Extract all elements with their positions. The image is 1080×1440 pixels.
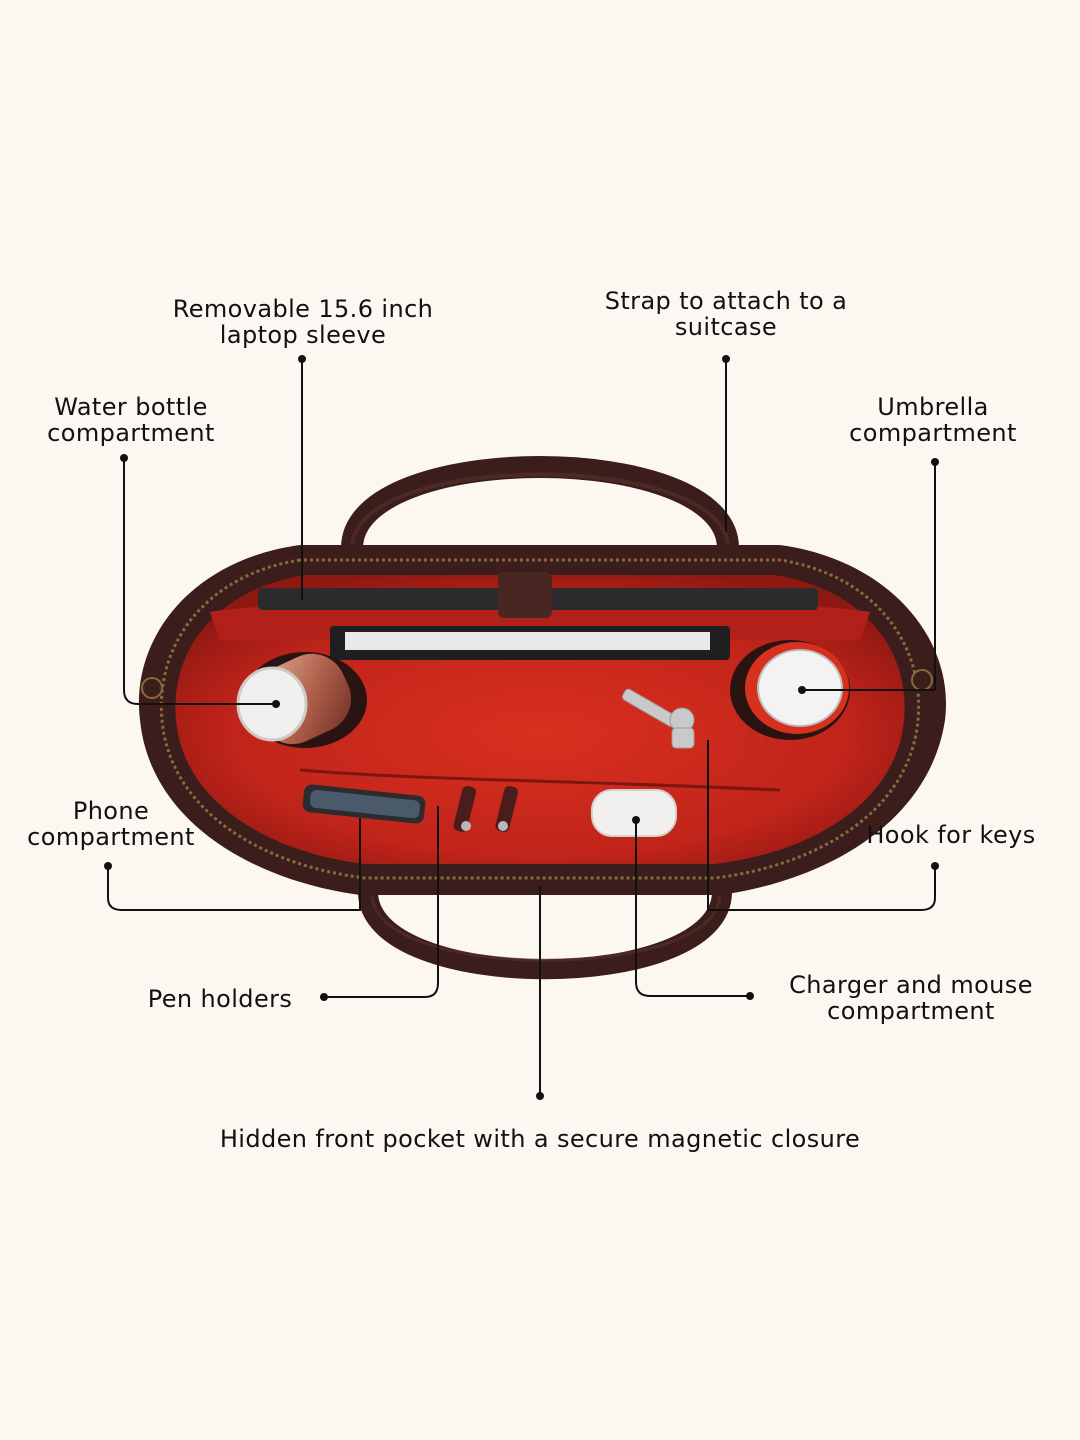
callout-pen-holders-text: Pen holders <box>147 985 293 1013</box>
leader-lines <box>107 359 936 1096</box>
callout-water-bottle-line1: Water bottle <box>54 393 208 421</box>
callout-front-pocket: Hidden front pocket with a secure magnet… <box>170 1126 910 1152</box>
callout-strap-line1: Strap to attach to a <box>604 287 848 315</box>
callout-hook-keys-text: Hook for keys <box>866 821 1036 849</box>
callout-umbrella: Umbrella compartment <box>838 394 1028 446</box>
callout-strap-line2: suitcase <box>674 313 778 341</box>
charger-case <box>591 789 677 837</box>
callout-phone-line2: compartment <box>27 823 195 851</box>
callout-laptop-sleeve: Removable 15.6 inch laptop sleeve <box>172 296 434 348</box>
callout-charger-mouse: Charger and mouse compartment <box>776 972 1046 1024</box>
callout-water-bottle: Water bottle compartment <box>36 394 226 446</box>
callout-laptop-sleeve-line1: Removable 15.6 inch <box>172 295 434 323</box>
zipper <box>159 558 921 880</box>
callout-umbrella-line1: Umbrella <box>877 393 989 421</box>
pens <box>453 786 519 832</box>
callout-water-bottle-line2: compartment <box>47 419 215 447</box>
callout-phone-line1: Phone <box>72 797 150 825</box>
callout-strap: Strap to attach to a suitcase <box>596 288 856 340</box>
keys <box>621 688 695 749</box>
front-handle <box>358 882 732 980</box>
callout-hook-keys: Hook for keys <box>856 822 1046 848</box>
callout-phone: Phone compartment <box>16 798 206 850</box>
back-handle <box>341 456 739 559</box>
callout-front-pocket-text: Hidden front pocket with a secure magnet… <box>219 1125 861 1153</box>
callout-pen-holders: Pen holders <box>140 986 300 1012</box>
callout-charger-mouse-line1: Charger and mouse <box>789 971 1033 999</box>
leader-dots <box>104 355 939 1100</box>
callout-umbrella-line2: compartment <box>849 419 1017 447</box>
callout-laptop-sleeve-line2: laptop sleeve <box>219 321 387 349</box>
callout-charger-mouse-line2: compartment <box>827 997 995 1025</box>
